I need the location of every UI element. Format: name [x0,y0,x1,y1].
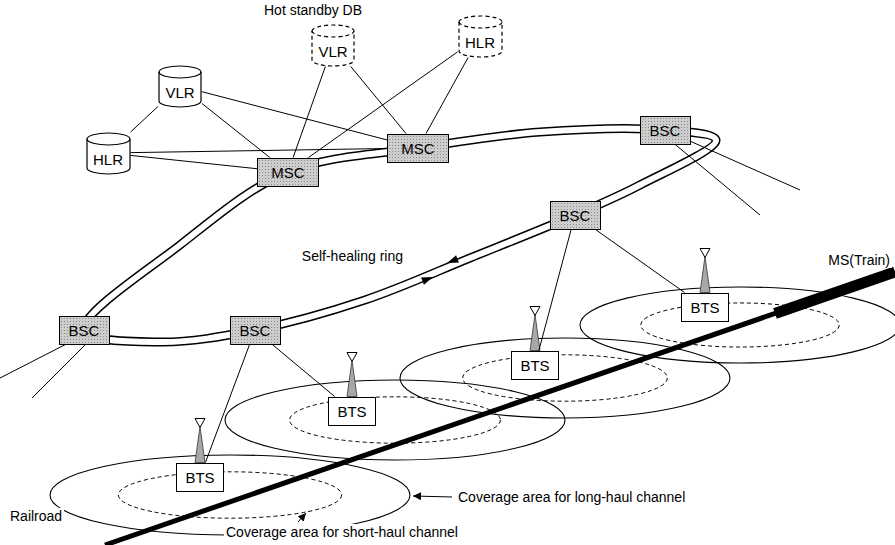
standby-database: VLR [311,24,355,67]
link-line [202,92,387,140]
node-label: BTS [690,299,719,316]
tower-mast [347,361,357,397]
ring-label: Self-healing ring [300,248,405,264]
train [775,272,895,314]
antenna-tower [195,419,205,463]
antenna-tower [530,307,540,351]
base-station-box: BTS [511,351,559,380]
antenna-symbol [530,307,540,316]
long-haul-coverage [400,338,730,418]
node-label: BSC [560,207,591,224]
node-label: BTS [520,357,549,374]
link-line [539,230,571,351]
ring-direction-arrow [421,277,433,285]
tower-mast [530,315,540,351]
base-station-box: BTS [176,463,224,492]
outgoing-link [32,338,92,398]
ring-inner [84,129,716,342]
coverage-areas [50,287,895,535]
callout-text: Coverage area for long-haul channel [456,489,687,505]
node-label: BSC [650,122,681,139]
link-line [293,67,325,158]
callout-text: Coverage area for short-haul channel [224,524,460,540]
ring-outline [84,129,716,342]
cylinder-body [87,133,130,174]
base-station-box: BTS [681,293,729,322]
link-line [202,104,270,158]
standby-database: HLR [458,15,503,58]
node-label: HLR [465,34,495,51]
outgoing-link [665,136,760,215]
cylinder-rim [159,72,201,78]
node-label: VLR [318,43,347,60]
node-label: MSC [271,164,304,181]
antenna-symbol [195,419,205,428]
leader-line [298,513,306,522]
cylinder-body [159,66,201,107]
tower-mast [700,257,710,293]
ring-direction-arrow [447,255,459,263]
node-label: BSC [69,322,100,339]
long-haul-coverage [225,380,565,460]
track-label: Railroad [8,508,64,524]
antenna-tower [700,249,710,293]
cylinder-body [312,25,354,66]
base-station-box: BTS [328,397,376,426]
link-line [272,345,334,397]
database-cylinder: VLR [158,65,202,108]
switch-box: BSC [640,116,691,145]
link-line [426,58,468,134]
cylinder-rim [312,31,354,37]
short-haul-coverage [118,472,341,518]
switch-box: BSC [230,316,281,345]
node-label: BSC [240,322,271,339]
group-note: Hot standby DB [262,2,364,18]
switch-box: BSC [550,201,601,230]
cylinder-body [459,16,502,57]
tower-mast [195,427,205,463]
switch-box: BSC [59,316,110,345]
link-line [131,106,159,132]
antenna-symbol [700,249,710,258]
link-line [131,155,258,168]
database-cylinder: HLR [86,132,131,175]
railroad-track [105,272,895,545]
node-label: BTS [185,469,214,486]
mobile-station-label: MS(Train) [826,252,892,268]
node-label: BTS [337,403,366,420]
antenna-symbol [347,353,357,362]
link-line [351,67,406,134]
cylinder-rim [87,139,130,145]
link-line [595,230,684,293]
node-label: VLR [165,84,194,101]
switch-box: MSC [257,158,319,187]
node-label: MSC [401,140,434,157]
antenna-tower [347,353,357,397]
leader-line [413,496,452,497]
switch-box: MSC [387,134,449,163]
long-haul-coverage [50,455,410,535]
cylinder-rim [459,22,502,28]
node-label: HLR [93,151,123,168]
link-line [205,345,249,463]
